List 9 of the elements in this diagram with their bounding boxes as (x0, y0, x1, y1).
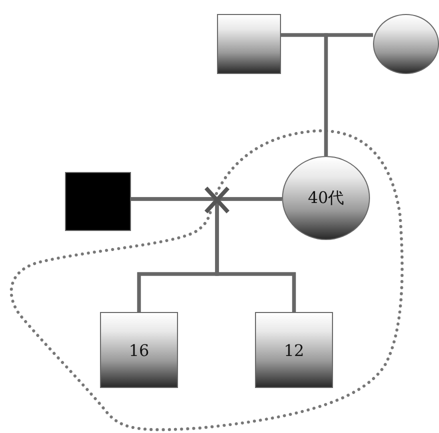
family-line (324, 33, 373, 156)
male-square-symbol (65, 172, 131, 231)
male-square-symbol (255, 312, 333, 388)
male-square-symbol (217, 14, 281, 74)
age-label: 40代 (308, 188, 344, 208)
family-line (215, 197, 296, 312)
age-label: 16 (128, 340, 150, 360)
age-label: 12 (284, 340, 304, 360)
male-square-symbol (100, 312, 178, 388)
